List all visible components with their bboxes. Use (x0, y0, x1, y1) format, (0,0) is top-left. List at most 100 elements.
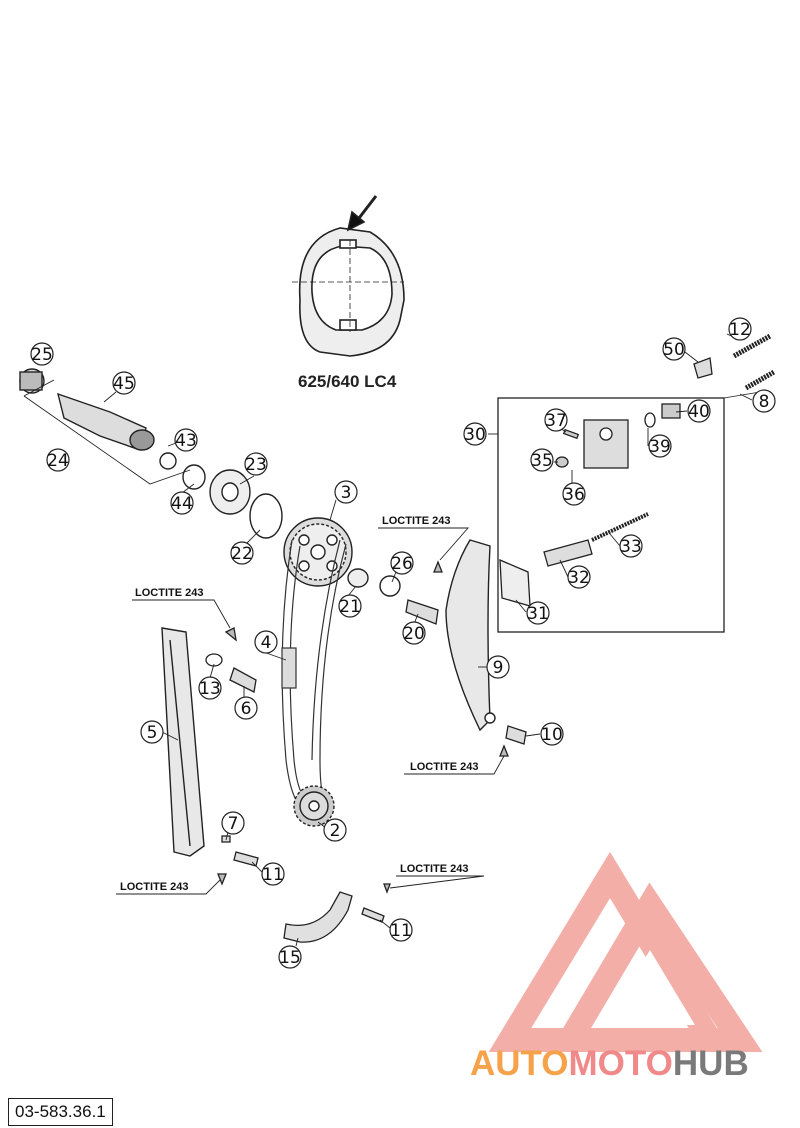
callout-circle (567, 565, 591, 589)
callout-circle (234, 696, 258, 720)
callout-number: 23 (245, 455, 267, 475)
callout-circle (46, 448, 70, 472)
callout-number: 50 (663, 340, 685, 360)
callout-circle (221, 811, 245, 835)
callout-c7: 7 (221, 811, 245, 835)
watermark-logo-icon (488, 851, 763, 1052)
callout-c36: 36 (562, 482, 586, 506)
watermark-brand: AUTOMOTOHUB (470, 1044, 749, 1084)
callout-number: 25 (31, 345, 53, 365)
callout-c43: 43 (174, 428, 198, 452)
callout-c30: 30 (463, 422, 487, 446)
camshaft-assembly (19, 368, 283, 539)
timing-chain (281, 539, 347, 813)
callout-circle (402, 621, 426, 645)
callout-number: 24 (47, 451, 69, 471)
callout-c44: 44 (170, 491, 194, 515)
callout-c4: 4 (254, 630, 278, 654)
callout-circle (112, 371, 136, 395)
callout-number: 43 (175, 431, 197, 451)
callout-circle (526, 601, 550, 625)
callout-c50: 50 (662, 337, 686, 361)
brand-part-moto: MOTO (568, 1044, 673, 1083)
callout-c11a: 11 (261, 862, 285, 886)
callout-c10: 10 (540, 722, 564, 746)
callout-c33: 33 (619, 534, 643, 558)
callout-number: 5 (147, 723, 158, 743)
callout-number: 26 (391, 554, 413, 574)
callout-number: 44 (171, 494, 193, 514)
callout-number: 4 (261, 633, 272, 653)
callout-circle (562, 482, 586, 506)
callout-circle (389, 918, 413, 942)
loctite-label-l5: LOCTITE 243 (400, 863, 468, 875)
crankshaft-sprocket (293, 785, 335, 827)
callout-number: 33 (620, 537, 642, 557)
callout-circle (140, 720, 164, 744)
inset-caption: 625/640 LC4 (298, 372, 397, 391)
callout-circle (728, 317, 752, 341)
callout-circle (648, 434, 672, 458)
callout-circle (323, 818, 347, 842)
callout-c5: 5 (140, 720, 164, 744)
callout-number: 45 (113, 374, 135, 394)
callout-circle (463, 422, 487, 446)
callout-number: 11 (262, 865, 284, 885)
callout-c26: 26 (390, 551, 414, 575)
callout-number: 9 (493, 658, 504, 678)
callout-c20: 20 (402, 621, 426, 645)
loctite-leaders (116, 527, 505, 895)
callout-c6: 6 (234, 696, 258, 720)
callout-circle (244, 452, 268, 476)
callout-c22: 22 (230, 541, 254, 565)
callout-number: 35 (531, 451, 553, 471)
callout-number: 15 (279, 948, 301, 968)
loctite-label-l2: LOCTITE 243 (382, 515, 450, 527)
callout-circle (261, 862, 285, 886)
callout-number: 13 (199, 679, 221, 699)
callout-circle (254, 630, 278, 654)
callout-number: 22 (231, 544, 253, 564)
callout-circle (662, 337, 686, 361)
callout-number: 36 (563, 485, 585, 505)
callout-circle (278, 945, 302, 969)
callout-number: 7 (228, 814, 239, 834)
callout-c40: 40 (687, 399, 711, 423)
callout-circle (30, 342, 54, 366)
callout-circle (687, 399, 711, 423)
callout-number: 20 (403, 624, 425, 644)
callout-c39: 39 (648, 434, 672, 458)
callout-number: 12 (729, 320, 751, 340)
callout-circle (198, 676, 222, 700)
callout-c45: 45 (112, 371, 136, 395)
callout-number: 6 (241, 699, 252, 719)
callout-circle (170, 491, 194, 515)
brand-part-auto: AUTO (470, 1044, 569, 1083)
callout-circle (338, 594, 362, 618)
callout-circle (486, 655, 510, 679)
callout-c23: 23 (244, 452, 268, 476)
loctite-label-l1: LOCTITE 243 (135, 587, 203, 599)
callout-circle (619, 534, 643, 558)
callout-c2: 2 (323, 818, 347, 842)
loctite-label-l3: LOCTITE 243 (410, 761, 478, 773)
callout-number: 39 (649, 437, 671, 457)
callout-c35: 35 (530, 448, 554, 472)
callout-c37: 37 (544, 408, 568, 432)
callout-circle (544, 408, 568, 432)
callout-number: 30 (464, 425, 486, 445)
callout-number: 40 (688, 402, 710, 422)
callout-number: 2 (330, 821, 341, 841)
camshaft-sprocket (283, 517, 401, 597)
callout-c11b: 11 (389, 918, 413, 942)
part-code-label: 03-583.36.1 (8, 1098, 113, 1126)
callout-circle (174, 428, 198, 452)
callout-circle (390, 551, 414, 575)
callout-circle (530, 448, 554, 472)
inset-detail-drawing (292, 195, 405, 357)
callout-c21: 21 (338, 594, 362, 618)
callout-number: 11 (390, 921, 412, 941)
tensioner-group (497, 333, 776, 633)
